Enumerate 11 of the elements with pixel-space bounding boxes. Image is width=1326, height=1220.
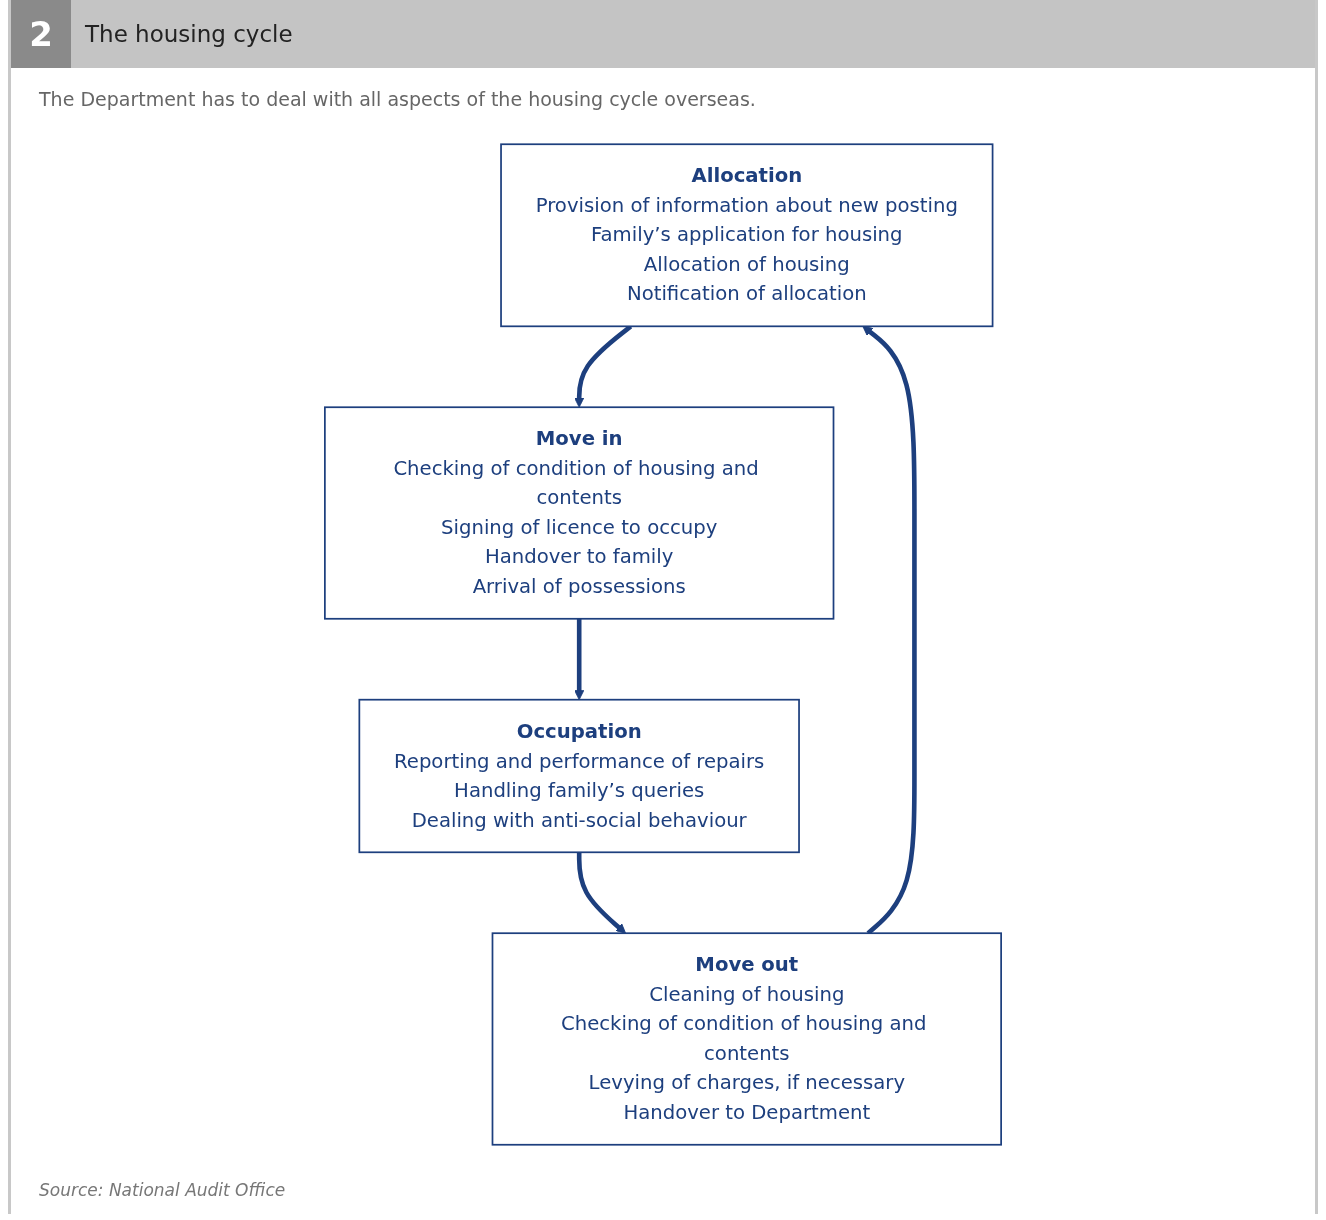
description-text: The Department has to deal with all aspects of the housing cycle overseas. — [39, 88, 756, 110]
figure-number: 2 — [11, 0, 71, 68]
node-box: Move out Cleaning of housing Checking of condition of housing and contents Levying of charges, if necessary Handover to Department — [491, 932, 1002, 1146]
source-note: Source: National Audit Office — [39, 1180, 286, 1200]
node-box: Allocation Provision of information about new posting Family’s application for housing Allocation of housing Notification of allocation — [500, 143, 994, 328]
figure-title: The housing cycle — [85, 21, 293, 47]
arrow — [576, 852, 627, 934]
arrow — [862, 325, 917, 935]
node-box: Move in Checking of condition of housing and contents Signing of licence to occupy Handover to family Arrival of possessions — [324, 406, 835, 620]
node-box: Occupation Reporting and performance of repairs Handling family’s queries Dealing with anti-social behaviour — [358, 698, 800, 854]
arrow — [574, 618, 585, 701]
